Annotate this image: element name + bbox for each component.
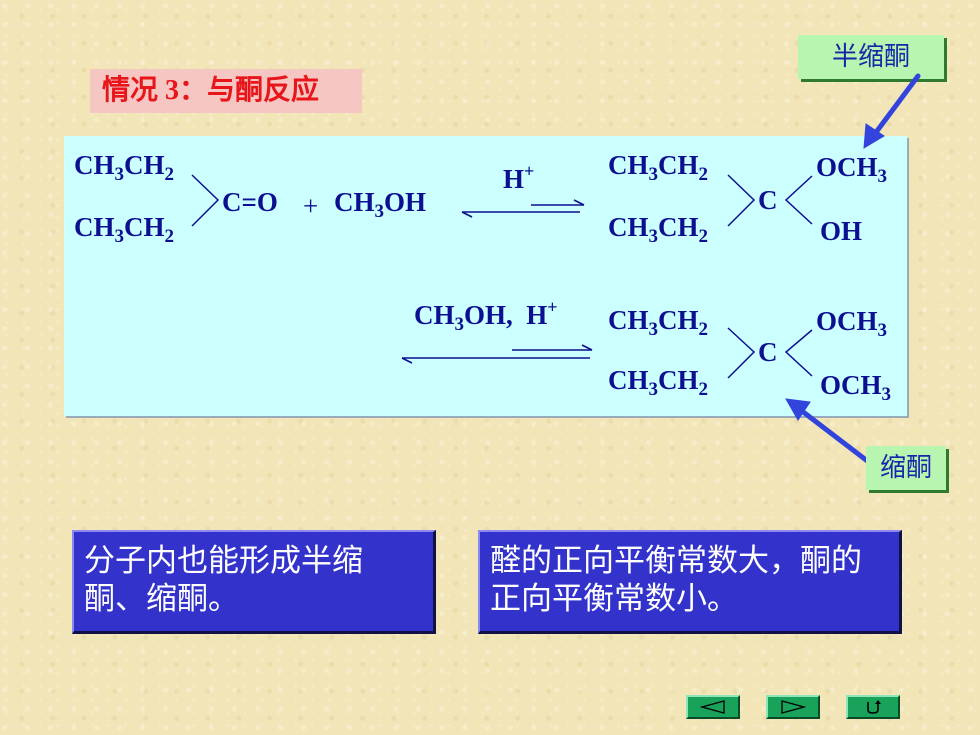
plus-sign: + xyxy=(303,191,319,221)
note-right: 醛的正向平衡常数大，酮的正向平衡常数小。 xyxy=(478,530,902,634)
next-button[interactable] xyxy=(766,695,820,719)
product2-center-carbon: C xyxy=(758,337,778,367)
triangle-right-icon xyxy=(781,700,806,714)
product2-lower-group: CH3CH2 xyxy=(608,365,708,400)
product1-lower-group: CH3CH2 xyxy=(608,212,708,247)
reactant-upper-group: CH3CH2 xyxy=(74,150,174,185)
note-left: 分子内也能形成半缩酮、缩酮。 xyxy=(72,530,436,634)
label-ketal: 缩酮 xyxy=(866,446,946,490)
return-button[interactable] xyxy=(846,695,900,719)
product1-upper-group: CH3CH2 xyxy=(608,150,708,185)
label-hemiketal: 半缩酮 xyxy=(798,35,944,79)
product1-sub-upper: OCH3 xyxy=(816,152,888,187)
methanol: CH3OH xyxy=(334,187,427,222)
product1-sub-lower: OH xyxy=(820,216,863,246)
reaction-panel xyxy=(64,136,907,416)
product2-sub-lower: OCH3 xyxy=(820,370,892,405)
prev-button[interactable] xyxy=(686,695,740,719)
carbonyl-group: C=O xyxy=(222,187,278,217)
product2-upper-group: CH3CH2 xyxy=(608,305,708,340)
reactant-lower-group: CH3CH2 xyxy=(74,212,174,247)
product2-sub-upper: OCH3 xyxy=(816,306,888,341)
catalyst-h-plus: H+ xyxy=(503,161,535,194)
return-icon xyxy=(867,700,881,714)
product1-center-carbon: C xyxy=(758,185,778,215)
triangle-left-icon xyxy=(700,700,725,714)
catalyst-methanol-h-plus: CH3OH, H+ xyxy=(414,297,558,335)
slide-title: 情况 3：与酮反应 xyxy=(90,69,362,113)
